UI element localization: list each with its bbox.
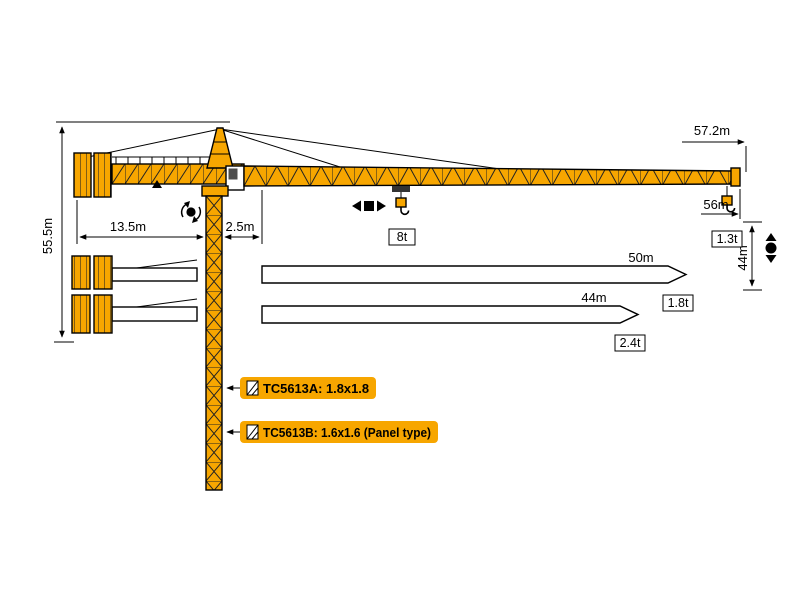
cab-window [228, 168, 238, 180]
model-b-label: TC5613B: 1.6x1.6 (Panel type) [263, 425, 431, 440]
hook-trolley [392, 186, 410, 216]
model-label-b: TC5613B: 1.6x1.6 (Panel type) [226, 421, 438, 443]
jib-root-offset-label: 2.5m [226, 219, 255, 234]
mast-section-icon [246, 424, 259, 440]
jib-tip-plate [730, 167, 741, 187]
counterweight-stack [93, 152, 112, 198]
jib-option-44m: 44m 2.4t [261, 290, 646, 352]
tower-mast [205, 195, 223, 491]
main-jib [243, 165, 741, 187]
tip-load-value: 1.3t [717, 232, 738, 246]
trolley [392, 186, 410, 192]
counterweight-stack [93, 294, 113, 334]
rotation-arrows-icon [180, 201, 202, 223]
jib-50m-length-label: 50m [628, 250, 653, 265]
counterweight-stack [71, 294, 91, 334]
alt-counterjib-44m [71, 294, 198, 334]
max-load-badge: 8t [388, 228, 416, 246]
hook-block [395, 197, 407, 208]
hook-up-down-icon [765, 233, 777, 263]
cat-head [206, 127, 234, 169]
jib-44m-tip-load: 2.4t [620, 336, 641, 350]
alt-counterjib-bar [111, 267, 198, 282]
tip-hook-icon [726, 205, 736, 213]
counter-jib-length-label: 13.5m [110, 219, 146, 234]
max-radius-label: 57.2m [694, 123, 730, 138]
pendant-lines [87, 128, 501, 170]
hook-icon [400, 207, 410, 216]
tip-hook [721, 186, 736, 213]
hook-height-label: 44m [735, 245, 750, 270]
dim-tip-radius: 56m [701, 189, 741, 219]
model-label-a: TC5613A: 1.8x1.8 [226, 377, 376, 399]
slewing-platform [201, 185, 229, 197]
tower-head [206, 127, 234, 169]
winch-marker [152, 180, 162, 188]
counterweight-blocks [73, 152, 112, 198]
tip-load-badge: 1.3t [711, 230, 743, 248]
jib-50m-tip-load: 1.8t [668, 296, 689, 310]
model-a-box [240, 377, 376, 399]
model-a-label: TC5613A: 1.8x1.8 [263, 381, 369, 396]
dim-max-radius: 57.2m [682, 123, 747, 172]
counterweight-stack [71, 255, 91, 290]
jib-44m-length-label: 44m [581, 290, 606, 305]
counterweight-stack [73, 152, 92, 198]
jib-lattice [243, 165, 734, 187]
model-b-box [240, 421, 438, 443]
alt-counterjib-50m [71, 255, 198, 290]
jib-option-50m: 50m 1.8t [261, 250, 694, 312]
dim-counter-jib: 13.5m 2.5m [76, 190, 263, 244]
trolley-left-right-icon [352, 200, 386, 212]
tip-radius-label: 56m [703, 197, 728, 212]
jib-50m-outline [261, 265, 688, 284]
counterweight-stack [93, 255, 113, 290]
mast-section-icon [246, 380, 259, 396]
alt-counterjib-bar [111, 306, 198, 322]
jib-44m-outline [261, 305, 640, 324]
dim-tower-height: 55.5m [40, 121, 230, 343]
max-load-value: 8t [397, 230, 408, 244]
dim-hook-height: 44m [735, 221, 762, 291]
tower-height-label: 55.5m [40, 218, 55, 254]
